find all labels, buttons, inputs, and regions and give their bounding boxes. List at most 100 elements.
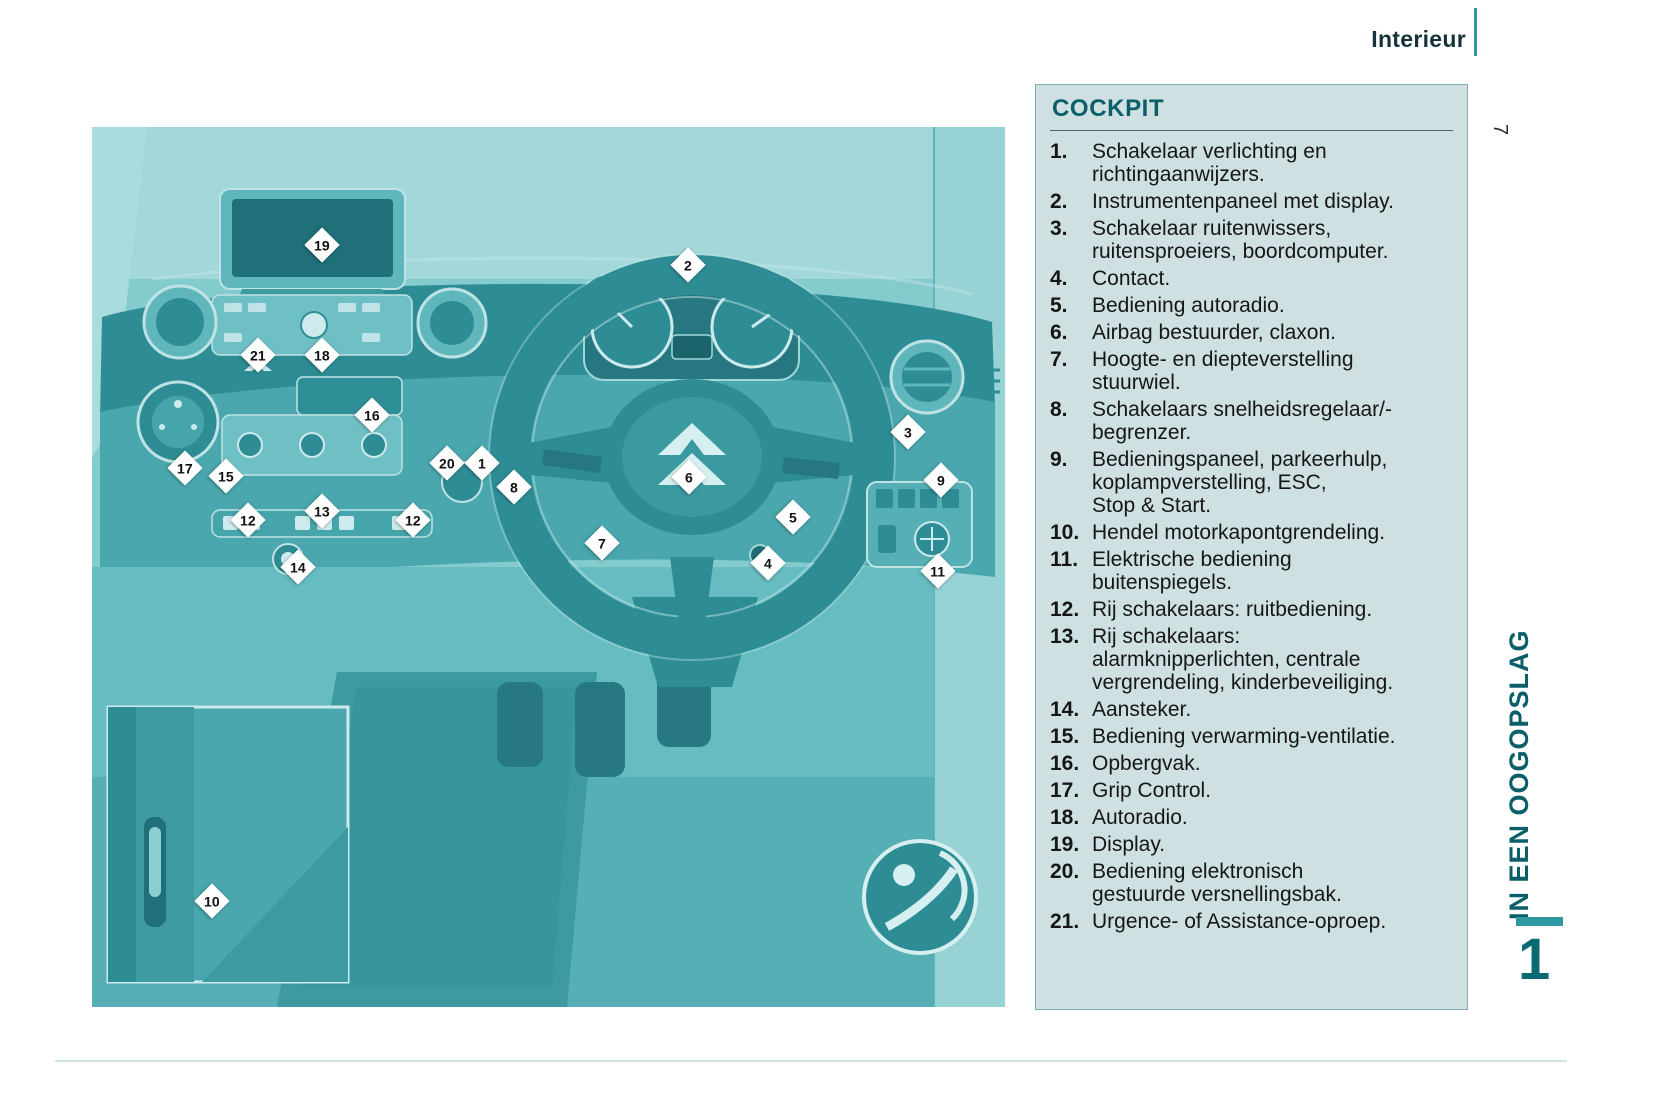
legend-item: 13. Rij schakelaars: alarmknipperlichten,… — [1050, 625, 1453, 694]
legend-item-text: Contact. — [1092, 267, 1171, 290]
legend-item: 3. Schakelaar ruitenwissers, ruitensproei… — [1050, 217, 1453, 263]
legend-item: 20. Bediening elektronisch gestuurde vers… — [1050, 860, 1453, 906]
legend-item-text: Autoradio. — [1092, 806, 1188, 829]
legend-item-number: 10. — [1050, 521, 1080, 544]
right-vent — [889, 339, 965, 415]
legend-item-text: Instrumentenpaneel met display. — [1092, 190, 1394, 213]
side-page-number: 7 — [1489, 123, 1512, 136]
legend-item-text: Schakelaars snelheidsregelaar/- begrenze… — [1092, 398, 1392, 444]
center-vent-right — [416, 287, 488, 359]
legend-item-text: Schakelaar verlichting en richtingaanwij… — [1092, 140, 1327, 186]
legend-item: 16. Opbergvak. — [1050, 752, 1453, 775]
legend-item-text: Elektrische bediening buitenspiegels. — [1092, 548, 1292, 594]
legend-item: 21.Urgence- of Assistance-oproep. — [1050, 910, 1453, 933]
page-header-title: Interieur — [1371, 26, 1466, 52]
callout-marker-5: 5 — [775, 499, 811, 535]
legend-list: 1.Schakelaar verlichting en richtingaanw… — [1050, 140, 1453, 933]
steering-wheel — [488, 253, 896, 661]
legend-item: 4. Contact. — [1050, 267, 1453, 290]
callout-marker-8: 8 — [496, 469, 532, 505]
radio-knob — [300, 311, 328, 339]
callout-marker-1: 1 — [464, 445, 500, 481]
legend-item: 2. Instrumentenpaneel met display. — [1050, 190, 1453, 213]
legend-item: 14. Aansteker. — [1050, 698, 1453, 721]
callout-marker-10: 10 — [194, 883, 230, 919]
legend-item-text: Bediening elektronisch gestuurde versnel… — [1092, 860, 1342, 906]
legend-item-text: Display. — [1092, 833, 1166, 856]
legend-item-text: Grip Control. — [1092, 779, 1212, 802]
assistance-emblem — [862, 839, 978, 955]
legend-item: 18. Autoradio. — [1050, 806, 1453, 829]
legend-item-number: 9. — [1050, 448, 1068, 471]
callout-marker-17: 17 — [167, 450, 203, 486]
legend-item: 1.Schakelaar verlichting en richtingaanw… — [1050, 140, 1453, 186]
legend-item-text: Opbergvak. — [1092, 752, 1201, 775]
callout-marker-11: 11 — [920, 553, 956, 589]
legend-item: 10. Hendel motorkapontgrendeling. — [1050, 521, 1453, 544]
pedals — [497, 672, 711, 777]
legend-item: 6. Airbag bestuurder, claxon. — [1050, 321, 1453, 344]
legend-item-text: Aansteker. — [1092, 698, 1192, 721]
grip-control-dial — [136, 380, 220, 464]
callout-marker-12: 12 — [230, 502, 266, 538]
cockpit-drawing — [92, 127, 1005, 1007]
inset-photo — [106, 705, 350, 984]
bottom-rule — [55, 1060, 1567, 1062]
bonnet-release-lever — [149, 827, 161, 897]
chapter-number: 1 — [1518, 927, 1551, 992]
legend-item-number: 20. — [1050, 860, 1080, 883]
cockpit-legend-panel: COCKPIT 1.Schakelaar verlichting en rich… — [1035, 84, 1468, 1010]
legend-item-number: 14. — [1050, 698, 1080, 721]
legend-item-number: 3. — [1050, 217, 1068, 240]
legend-title: COCKPIT — [1050, 93, 1453, 131]
legend-item-number: 11. — [1050, 548, 1079, 571]
legend-item: 11. Elektrische bediening buitenspiegels. — [1050, 548, 1453, 594]
legend-item-number: 15. — [1050, 725, 1080, 748]
callout-marker-21: 21 — [240, 337, 276, 373]
legend-item-text: Bediening verwarming-ventilatie. — [1092, 725, 1396, 748]
legend-item-number: 18. — [1050, 806, 1080, 829]
legend-item-number: 6. — [1050, 321, 1068, 344]
callout-marker-14: 14 — [280, 549, 316, 585]
callout-marker-3: 3 — [890, 414, 926, 450]
legend-item-number: 17. — [1050, 779, 1080, 802]
callout-marker-9: 9 — [923, 462, 959, 498]
callout-marker-13: 13 — [304, 493, 340, 529]
callout-marker-16: 16 — [354, 397, 390, 433]
callout-marker-6: 6 — [671, 459, 707, 495]
legend-item: 17. Grip Control. — [1050, 779, 1453, 802]
legend-item: 19.Display. — [1050, 833, 1453, 856]
legend-item: 12.Rij schakelaars: ruitbediening. — [1050, 598, 1453, 621]
light-stalk — [542, 449, 602, 473]
header-accent-rule — [1474, 8, 1477, 56]
callout-marker-18: 18 — [304, 337, 340, 373]
legend-item: 7. Hoogte- en diepteverstelling stuurwiel… — [1050, 348, 1453, 394]
callout-marker-15: 15 — [208, 458, 244, 494]
chapter-accent-bar — [1516, 917, 1563, 926]
legend-item-text: Hoogte- en diepteverstelling stuurwiel. — [1092, 348, 1354, 394]
legend-item-text: Rij schakelaars: ruitbediening. — [1092, 598, 1373, 621]
legend-item-text: Rij schakelaars: alarmknipperlichten, ce… — [1092, 625, 1394, 694]
callout-marker-12: 12 — [395, 502, 431, 538]
legend-item-number: 2. — [1050, 190, 1068, 213]
legend-item-number: 16. — [1050, 752, 1080, 775]
left-vent — [142, 284, 218, 360]
legend-item-text: Bedieningspaneel, parkeerhulp, koplampve… — [1092, 448, 1388, 517]
right-switch-panel — [866, 481, 973, 568]
callout-marker-19: 19 — [304, 227, 340, 263]
legend-item-text: Airbag bestuurder, claxon. — [1092, 321, 1336, 344]
legend-item-number: 13. — [1050, 625, 1080, 648]
legend-item-number: 21. — [1050, 910, 1080, 933]
legend-item-text: Bediening autoradio. — [1092, 294, 1285, 317]
callout-marker-4: 4 — [750, 545, 786, 581]
legend-item-text: Schakelaar ruitenwissers, ruitensproeier… — [1092, 217, 1389, 263]
chapter-tab-label: IN EEN OOGOPSLAG — [1504, 629, 1534, 920]
callout-marker-20: 20 — [429, 445, 465, 481]
wiper-stalk — [782, 457, 840, 479]
legend-item-number: 7. — [1050, 348, 1068, 371]
callout-marker-7: 7 — [584, 525, 620, 561]
legend-item-text: Hendel motorkapontgrendeling. — [1092, 521, 1386, 544]
legend-item-number: 4. — [1050, 267, 1068, 290]
legend-item: 9. Bedieningspaneel, parkeerhulp, koplamp… — [1050, 448, 1453, 517]
